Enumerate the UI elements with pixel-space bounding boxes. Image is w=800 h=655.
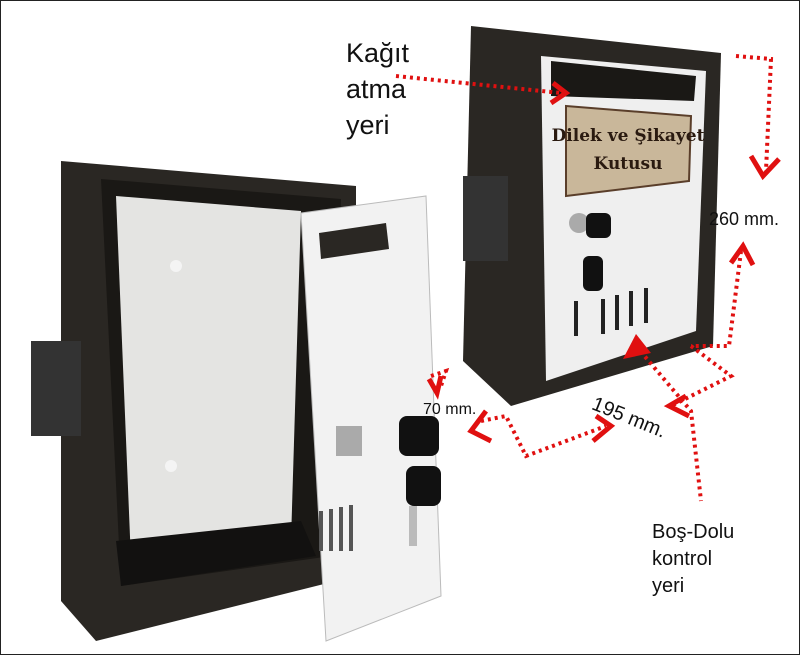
slot-label-line1: Kağıt [346, 38, 410, 68]
dimension-arrows [395, 54, 774, 502]
slot-label: Kağıt atma yeri [346, 35, 409, 143]
key-head [399, 416, 439, 456]
plate [565, 104, 693, 198]
open-box [31, 161, 356, 641]
lock-cam [336, 426, 362, 456]
depth-label: 70 mm. [423, 401, 477, 418]
plate-line2: Kutusu [594, 154, 663, 174]
slot-label-line3: yeri [346, 110, 390, 140]
slot-label-line2: atma [346, 74, 407, 104]
plate-line1: Dilek ve Şikayet [552, 126, 705, 146]
fill-check-arrow-icon [623, 334, 651, 359]
fill-check-label: Boş-Dolu kontrol yeri [652, 519, 734, 600]
open-door [300, 195, 442, 642]
paper-slot [551, 61, 696, 101]
height-label: 260 mm. [709, 209, 780, 229]
side-bracket [31, 341, 81, 436]
fill-check-line3: yeri [652, 575, 685, 597]
lock-icon [569, 213, 589, 233]
closed-box: Dilek ve Şikayet Kutusu [463, 26, 721, 406]
fill-check-line2: kontrol [652, 548, 713, 570]
fill-check-line1: Boş-Dolu [652, 521, 735, 543]
